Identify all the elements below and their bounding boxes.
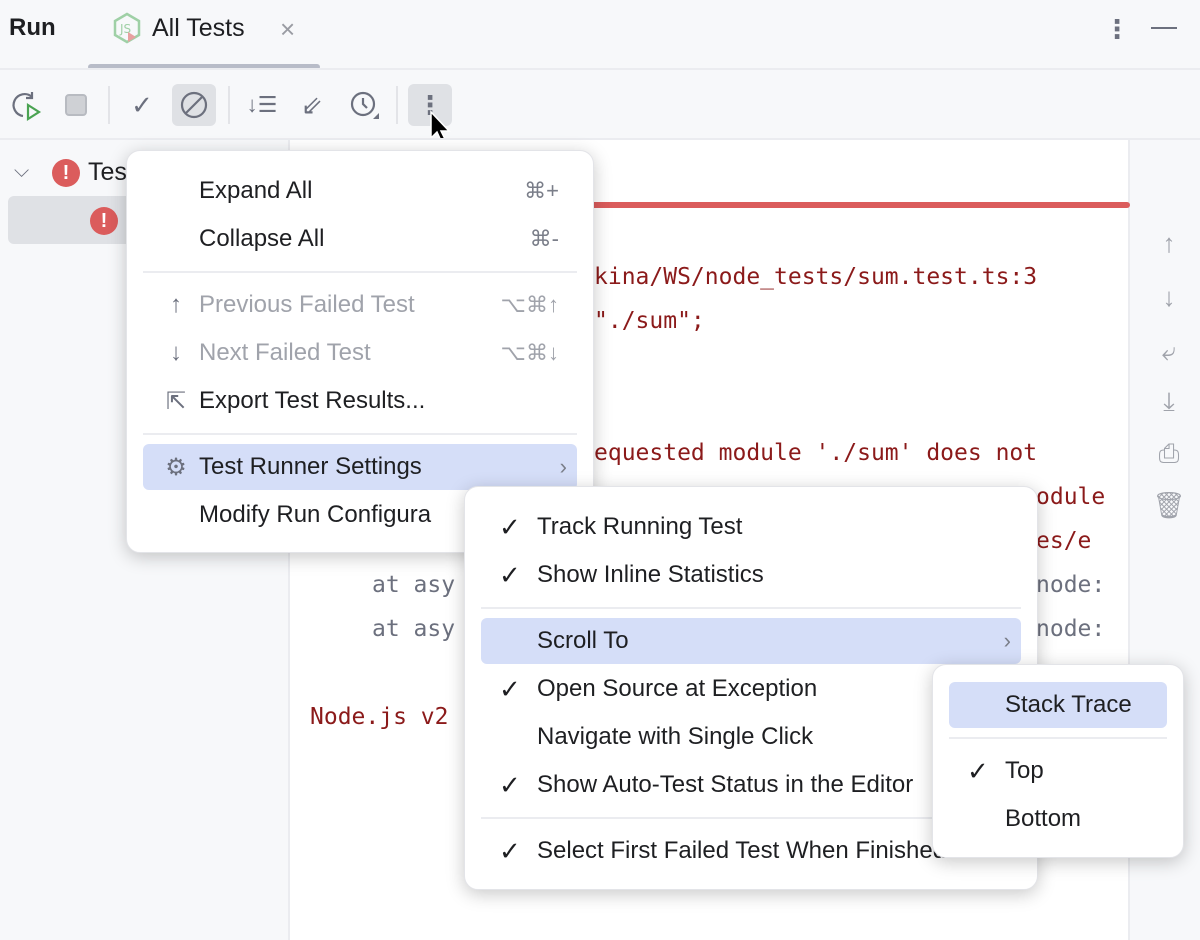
more-options-icon[interactable]: ⋮ [408, 84, 452, 126]
divider [0, 138, 1200, 140]
checkmark-icon: ✓ [499, 511, 521, 542]
menu-item-track-running-test[interactable]: ✓Track Running Test [499, 511, 743, 542]
arrow-down-icon: ↓ [170, 339, 182, 366]
console-line: at asy [372, 616, 456, 642]
checkmark-icon: ✓ [967, 755, 989, 786]
active-tab-indicator [88, 64, 320, 70]
more-vertical-icon[interactable]: ⋮ [1104, 14, 1130, 44]
tab-close-icon[interactable]: × [280, 14, 296, 44]
checkmark-icon: ✓ [499, 559, 521, 590]
toolbar-separator [108, 86, 110, 124]
console-line: at asy [372, 572, 456, 598]
export-icon: ⇱ [165, 387, 187, 415]
menu-item-previous-failed-test: ↑Previous Failed Test⌥⌘↑ [143, 282, 577, 328]
toolbar-separator [396, 86, 398, 124]
stop-icon[interactable] [54, 84, 98, 126]
console-line: node: [1036, 616, 1106, 642]
console-line: Node.js v2 [310, 704, 449, 730]
arrow-up-icon[interactable]: ↑ [1162, 228, 1176, 258]
menu-item-test-runner-settings[interactable]: ⚙Test Runner Settings› [143, 444, 577, 490]
menu-item-top[interactable]: ✓Top [967, 755, 1044, 786]
arrow-down-icon[interactable]: ↓ [1162, 282, 1176, 312]
checkmark-icon: ✓ [499, 769, 521, 800]
arrow-up-icon: ↑ [170, 291, 182, 318]
tab-label: All Tests [152, 13, 245, 42]
error-icon: ! [90, 207, 118, 235]
checkmark-icon: ✓ [499, 673, 521, 704]
trash-icon[interactable]: 🗑 [1152, 490, 1186, 520]
history-icon[interactable] [342, 84, 386, 126]
console-line: "./sum"; [594, 308, 705, 334]
chevron-right-icon: › [1003, 628, 1011, 653]
console-line: es/e [1036, 528, 1092, 554]
menu-separator [949, 737, 1167, 739]
menu-item-scroll-to[interactable]: Scroll To› [481, 618, 1021, 664]
menu-item-export-test-results[interactable]: ⇱Export Test Results... [143, 378, 577, 424]
divider [0, 68, 1200, 70]
menu-item-bottom[interactable]: Bottom [1005, 805, 1082, 832]
tab-all-tests[interactable]: JS All Tests [112, 12, 245, 44]
show-ignored-icon[interactable] [172, 84, 216, 126]
more-options-menu: Expand All⌘+ Collapse All⌘- ↑Previous Fa… [126, 150, 594, 553]
console-line: node: [1036, 572, 1106, 598]
nodejs-test-icon: JS [113, 12, 141, 44]
menu-separator [143, 433, 577, 435]
collapse-icon[interactable]: ⇙ [301, 89, 323, 120]
sort-icon[interactable]: ↓☰ [246, 92, 278, 117]
print-icon[interactable]: ⎙ [1158, 438, 1180, 468]
menu-item-open-source-at-exception[interactable]: ✓Open Source at Exception [499, 673, 818, 704]
tree-root-label[interactable]: Tes [88, 158, 127, 186]
toolbar-separator [228, 86, 230, 124]
console-line: odule [1036, 484, 1106, 510]
menu-item-show-inline-statistics[interactable]: ✓Show Inline Statistics [499, 559, 764, 590]
scroll-to-submenu: Stack Trace ✓Top Bottom [932, 664, 1184, 858]
menu-item-stack-trace[interactable]: Stack Trace [949, 682, 1167, 728]
menu-separator [481, 607, 1021, 609]
menu-item-modify-run-configuration[interactable]: Modify Run Configura [199, 501, 432, 528]
menu-item-navigate-with-single-click[interactable]: Navigate with Single Click [537, 723, 814, 750]
console-line: equested module './sum' does not [594, 440, 1038, 466]
console-line: kina/WS/node_tests/sum.test.ts:3 [594, 264, 1038, 290]
chevron-down-icon[interactable]: ⌵ [14, 160, 30, 182]
gear-icon: ⚙ [165, 453, 187, 481]
menu-item-select-first-failed-test[interactable]: ✓Select First Failed Test When Finished [499, 835, 947, 866]
failed-status-bar [296, 202, 1130, 208]
menu-item-expand-all[interactable]: Expand All⌘+ [199, 177, 559, 204]
menu-item-show-auto-test-status[interactable]: ✓Show Auto-Test Status in the Editor [499, 769, 914, 800]
tool-window-title: Run [9, 14, 56, 41]
chevron-right-icon: › [559, 454, 567, 479]
menu-separator [481, 817, 1021, 819]
checkmark-icon: ✓ [499, 835, 521, 866]
rerun-icon[interactable] [4, 84, 48, 126]
show-passed-icon[interactable]: ✓ [131, 89, 153, 120]
error-icon: ! [52, 159, 80, 187]
menu-item-collapse-all[interactable]: Collapse All⌘- [199, 225, 559, 252]
scroll-to-end-icon[interactable]: ⤓ [1163, 386, 1175, 416]
soft-wrap-icon[interactable]: ⤶ [1161, 336, 1177, 366]
menu-separator [143, 271, 577, 273]
minimize-icon[interactable] [1151, 27, 1177, 29]
menu-item-next-failed-test: ↓Next Failed Test⌥⌘↓ [143, 330, 577, 376]
